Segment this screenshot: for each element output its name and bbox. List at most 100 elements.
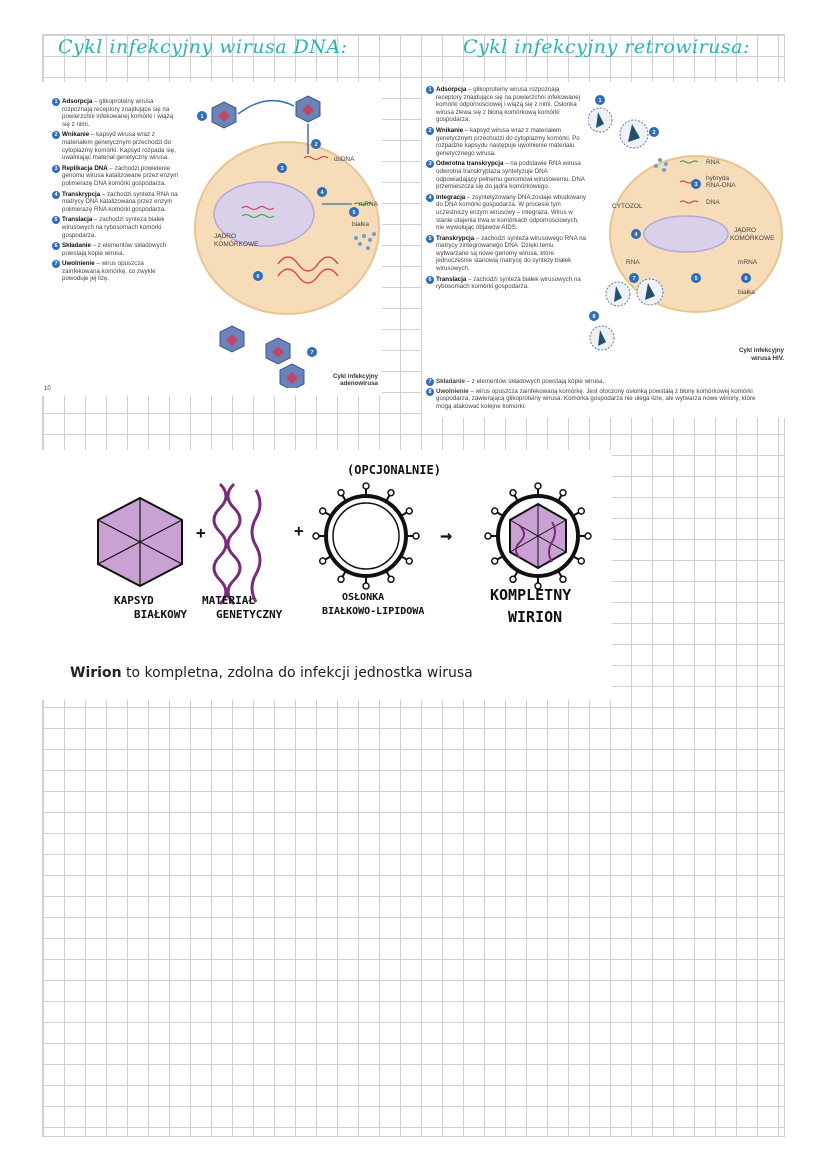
spike-knob	[337, 575, 345, 584]
hiv-virion-icon	[636, 278, 664, 306]
label-cytosol: CYTOZOL	[612, 203, 643, 210]
spike-knob	[509, 488, 517, 497]
label-dna: DNA	[706, 199, 720, 206]
svg-text:8: 8	[592, 314, 595, 320]
title-dna-virus-cycle: Cykl infekcyjny wirusa DNA:	[58, 36, 348, 58]
spike-knob	[405, 557, 414, 565]
caption-hiv-2: wirusa HIV.	[750, 355, 784, 362]
hiv-cycle-diagram: RNA hybryda RNA-DNA DNA CYTOZOL JĄDRO KO…	[588, 95, 785, 362]
svg-text:4: 4	[634, 232, 638, 238]
envelope-spikes	[312, 482, 420, 590]
virus-icon	[219, 325, 245, 353]
caption-adenovirus: Cykl infekcyjny	[333, 373, 379, 380]
label-nucleus: JĄDRO	[214, 233, 236, 240]
hiv-virion-icon	[605, 281, 631, 307]
svg-text:6: 6	[256, 274, 259, 280]
svg-text:5: 5	[694, 276, 697, 282]
capsid-icon	[97, 496, 183, 588]
spike-knob	[509, 575, 517, 584]
label-nucleus: JĄDRO	[734, 227, 756, 234]
spike-knob	[318, 507, 327, 515]
caption-hiv: Cykl infekcyjny	[739, 347, 785, 354]
spike-knob	[577, 557, 586, 565]
label-bialka: białka	[738, 289, 755, 296]
spike-knob	[559, 575, 567, 584]
spike-knob	[362, 482, 370, 490]
adenovirus-cycle-diagram: dsDNA mRNA białka JĄDRO KOMÓRKOWE	[194, 95, 380, 388]
spike-knob	[484, 532, 492, 540]
label-bialka: białka	[352, 221, 369, 228]
complete-virion-icon	[496, 494, 580, 578]
label-genetic: MATERIAŁ	[202, 594, 255, 607]
virus-icon	[295, 95, 321, 123]
label-mrna: mRNA	[738, 259, 758, 266]
label-nucleus-2: KOMÓRKOWE	[214, 239, 259, 248]
svg-text:2: 2	[652, 130, 655, 136]
virion-composition-panel: (OPCJONALNIE) + + → KAPSYD BIAŁKOWY	[42, 450, 612, 700]
label-rna-2: RNA	[626, 259, 640, 266]
svg-text:6: 6	[744, 276, 747, 282]
spike-knob	[490, 507, 499, 515]
step-badges: 1 2 3 4 5 6 7 8	[589, 95, 751, 321]
svg-text:3: 3	[280, 166, 283, 172]
svg-text:1: 1	[200, 114, 203, 120]
cell-nucleus	[213, 181, 315, 247]
arrow-icon: →	[440, 523, 452, 547]
label-complete-2: WIRION	[508, 608, 562, 626]
svg-text:7: 7	[632, 276, 635, 282]
protein-dots	[354, 232, 376, 250]
genetic-material-icon	[212, 482, 262, 606]
spike-knob	[584, 532, 592, 540]
label-nucleus-2: KOMÓRKOWE	[730, 233, 775, 242]
assembled-dna-icon	[277, 256, 339, 284]
virion-spikes	[484, 482, 592, 590]
wirion-definition: Wirion to kompletna, zdolna do infekcji …	[70, 665, 473, 681]
spike-knob	[534, 582, 542, 590]
label-hybrid-2: RNA-DNA	[706, 182, 736, 189]
title-retrovirus-cycle: Cykl infekcyjny retrowirusa:	[463, 36, 750, 58]
label-envelope-2: BIAŁKOWO-LIPIDOWA	[322, 606, 424, 617]
spike-knob	[318, 557, 327, 565]
label-hybrid: hybryda	[706, 175, 730, 182]
step-badges: 1 2 3 4 5 6 7	[197, 111, 359, 357]
svg-text:3: 3	[694, 182, 697, 188]
caption-adenovirus-2: adenowirusa	[340, 380, 378, 387]
label-mrna: mRNA	[359, 201, 379, 208]
spike-knob	[559, 488, 567, 497]
label-optional: (OPCJONALNIE)	[347, 463, 441, 477]
particle-dots	[654, 158, 668, 172]
svg-text:4: 4	[320, 190, 324, 196]
hiv-virion-icon	[589, 325, 615, 351]
spike-knob	[387, 488, 395, 497]
plus-sign: +	[196, 523, 206, 542]
label-complete: KOMPLETNY	[490, 586, 571, 604]
spike-knob	[534, 482, 542, 490]
virus-icon	[211, 101, 237, 129]
spike-knob	[412, 532, 420, 540]
spike-knob	[405, 507, 414, 515]
spike-knob	[577, 507, 586, 515]
label-genetic-2: GENETYCZNY	[216, 608, 283, 621]
spike-knob	[362, 582, 370, 590]
definition-term: Wirion	[70, 665, 122, 681]
hiv-virion-icon	[619, 119, 649, 149]
virion-diagram: (OPCJONALNIE) + + → KAPSYD BIAŁKOWY	[97, 463, 592, 626]
hiv-virion-icon	[588, 107, 613, 133]
label-dsdna: dsDNA	[334, 156, 355, 163]
